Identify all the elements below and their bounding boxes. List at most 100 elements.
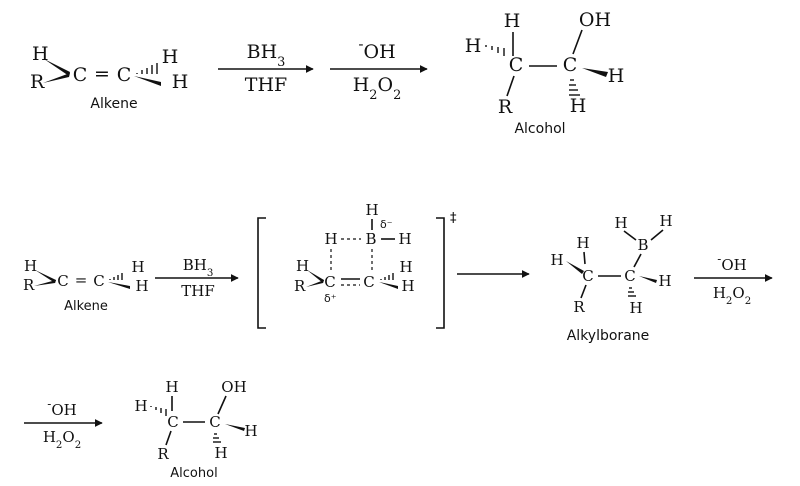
reagent-thf: THF [181,282,215,300]
atom-c: C [209,413,220,431]
wedge-bond [35,270,56,283]
hashed-bond [136,63,158,74]
wedge-bond [582,68,608,77]
wedge-bond [225,424,245,431]
partial-negative: δ⁻ [380,218,393,231]
atom-c: C [117,64,132,86]
bottom-alcohol: H H C R C OH H H Alcohol [134,378,257,481]
wedge-bond [43,73,70,83]
atom-c: C [167,413,178,431]
transition-state: ‡ H δ⁻ B H H H R C δ⁺ C H H [257,201,457,329]
atom-h: H [576,234,589,252]
atom-h: H [570,95,587,117]
atom-h: H [165,378,178,396]
mid-step2-arrow: -OH H2O2 [694,252,773,307]
wedge-bond [134,76,161,86]
hashed-bond [485,45,505,56]
atom-r: R [23,276,35,294]
atom-h: H [550,251,563,269]
atom-r: R [157,445,169,463]
label-alkylborane: Alkylborane [567,328,650,344]
reagent-h2o2: H2O2 [43,428,81,451]
atom-h: H [629,299,642,317]
atom-r: R [573,298,585,316]
atom-h: H [401,277,414,295]
reagent-hydroxide: -OH [358,35,395,63]
bottom-step2-arrow: -OH H2O2 [24,397,103,451]
bracket-left [257,217,266,329]
double-dagger-symbol: ‡ [450,211,457,226]
double-bond: = [75,271,88,289]
hashed-bond [150,406,167,416]
atom-h: H [162,46,179,68]
wedge-bond [44,59,70,76]
wedge-bond [306,280,324,287]
double-bond: = [94,63,110,85]
atom-oh: OH [221,378,246,396]
top-alkene: H R C = C H H Alkene [30,43,188,112]
atom-r: R [294,277,306,295]
mid-step1-arrow: BH3 THF [155,256,239,300]
label-alkene: Alkene [90,96,137,112]
wedge-bond [379,282,398,289]
atom-r: R [498,96,513,118]
hashed-bond [628,287,636,297]
wedge-bond [566,261,584,274]
atom-h: H [608,65,625,87]
atom-h: H [214,444,227,462]
atom-h: H [398,230,411,248]
atom-h: H [32,43,49,65]
reagent-bh3: BH3 [183,256,214,279]
atom-h: H [24,257,37,275]
atom-c: C [363,273,374,291]
atom-h: H [131,258,144,276]
atom-b: B [365,230,376,248]
wedge-bond [639,276,657,283]
hashed-bond [380,273,394,280]
atom-c: C [73,64,88,86]
atom-c: C [509,54,524,76]
atom-h: H [172,71,189,93]
mid-alkene: H R C = C H H Alkene [23,257,149,314]
hashed-bond [213,433,221,443]
atom-h: H [135,277,148,295]
top-step1-arrow: BH3 THF [218,41,314,96]
reagent-hydroxide: -OH [717,252,746,274]
atom-h: H [658,272,671,290]
wedge-bond [307,270,324,283]
atom-b: B [637,236,648,254]
atom-h: H [244,422,257,440]
atom-c: C [582,267,593,285]
bracket-right [436,217,445,329]
reagent-h2o2: H2O2 [353,74,402,103]
atom-h: H [296,257,309,275]
atom-h: H [365,201,378,219]
atom-h: H [465,35,482,57]
atom-c: C [563,54,578,76]
reagent-h2o2: H2O2 [713,284,751,307]
label-alcohol: Alcohol [170,466,217,481]
atom-c: C [93,272,104,290]
hashed-bond [109,273,123,280]
top-step2-arrow: -OH H2O2 [330,35,428,103]
wedge-bond [34,280,56,286]
atom-c: C [624,267,635,285]
atom-h: H [134,397,147,415]
atom-h: H [614,214,627,232]
top-alcohol: H H C R C OH H H Alcohol [465,9,625,137]
partial-positive: δ⁺ [324,292,337,305]
atom-h: H [504,10,521,32]
hashed-bond [569,79,580,96]
atom-oh: OH [579,9,611,31]
atom-h: H [324,230,337,248]
atom-c: C [57,272,68,290]
label-alkene: Alkene [64,299,108,314]
label-alcohol: Alcohol [514,121,565,137]
reagent-bh3: BH3 [247,41,286,70]
reagent-hydroxide: -OH [47,397,76,419]
atom-h: H [399,258,412,276]
atom-h: H [659,212,672,230]
atom-r: R [30,71,45,93]
wedge-bond [108,282,130,289]
